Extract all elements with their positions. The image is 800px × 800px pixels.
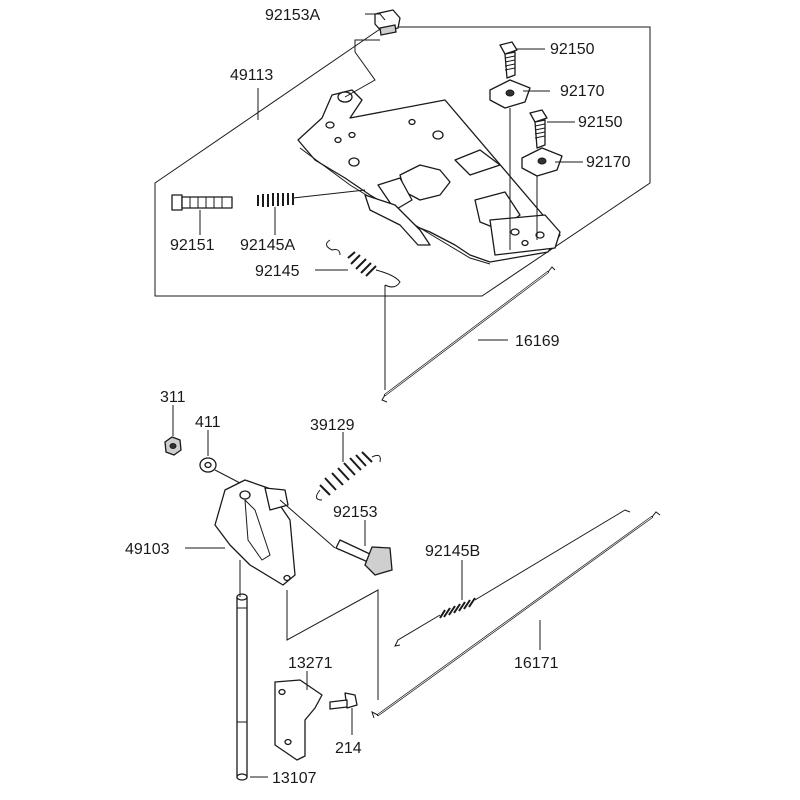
label-92170-upper: 92170 [560, 83, 605, 100]
screw-92151 [171, 194, 233, 211]
label-16171: 16171 [514, 655, 559, 672]
label-92153: 92153 [333, 504, 378, 521]
label-92145B: 92145B [425, 543, 480, 560]
screw-214 [329, 692, 358, 710]
shaft-13107 [236, 593, 248, 781]
label-411: 411 [195, 414, 221, 431]
part-labels: 92153A 49113 92150 92170 92150 92170 921… [125, 7, 631, 787]
label-92145: 92145 [255, 263, 300, 280]
label-92145A: 92145A [240, 237, 295, 254]
label-92151: 92151 [170, 237, 215, 254]
lower-boundary [286, 589, 379, 700]
label-92153A: 92153A [265, 7, 320, 24]
spring-92145A [257, 189, 366, 207]
label-16169: 16169 [515, 333, 560, 350]
clamp-92170-lower [521, 147, 563, 177]
rod-16169 [381, 266, 556, 403]
label-214: 214 [335, 740, 362, 757]
washer-411 [199, 457, 217, 473]
label-92150-upper: 92150 [550, 41, 595, 58]
control-plate-49113 [297, 89, 561, 265]
bolt-92150-upper [499, 41, 518, 79]
clamp-92170-upper [489, 79, 531, 109]
lever-49103 [214, 479, 296, 586]
label-92170-lower: 92170 [586, 154, 631, 171]
spring-92145 [326, 239, 401, 288]
spring-39129 [316, 451, 381, 501]
nut-311 [164, 436, 182, 456]
label-49103: 49103 [125, 541, 170, 558]
label-311: 311 [160, 389, 186, 406]
label-13271: 13271 [288, 655, 333, 672]
bolt-92153 [335, 539, 393, 576]
bolt-92150-lower [529, 109, 548, 149]
bracket-13271 [274, 679, 323, 761]
label-13107: 13107 [272, 770, 317, 787]
label-39129: 39129 [310, 417, 355, 434]
bolt-92153A [374, 9, 401, 36]
spring-92145B [394, 509, 631, 647]
rod-16171 [371, 511, 661, 719]
label-49113: 49113 [230, 67, 273, 84]
label-92150-lower: 92150 [578, 114, 623, 131]
leader-lines [172, 13, 583, 778]
